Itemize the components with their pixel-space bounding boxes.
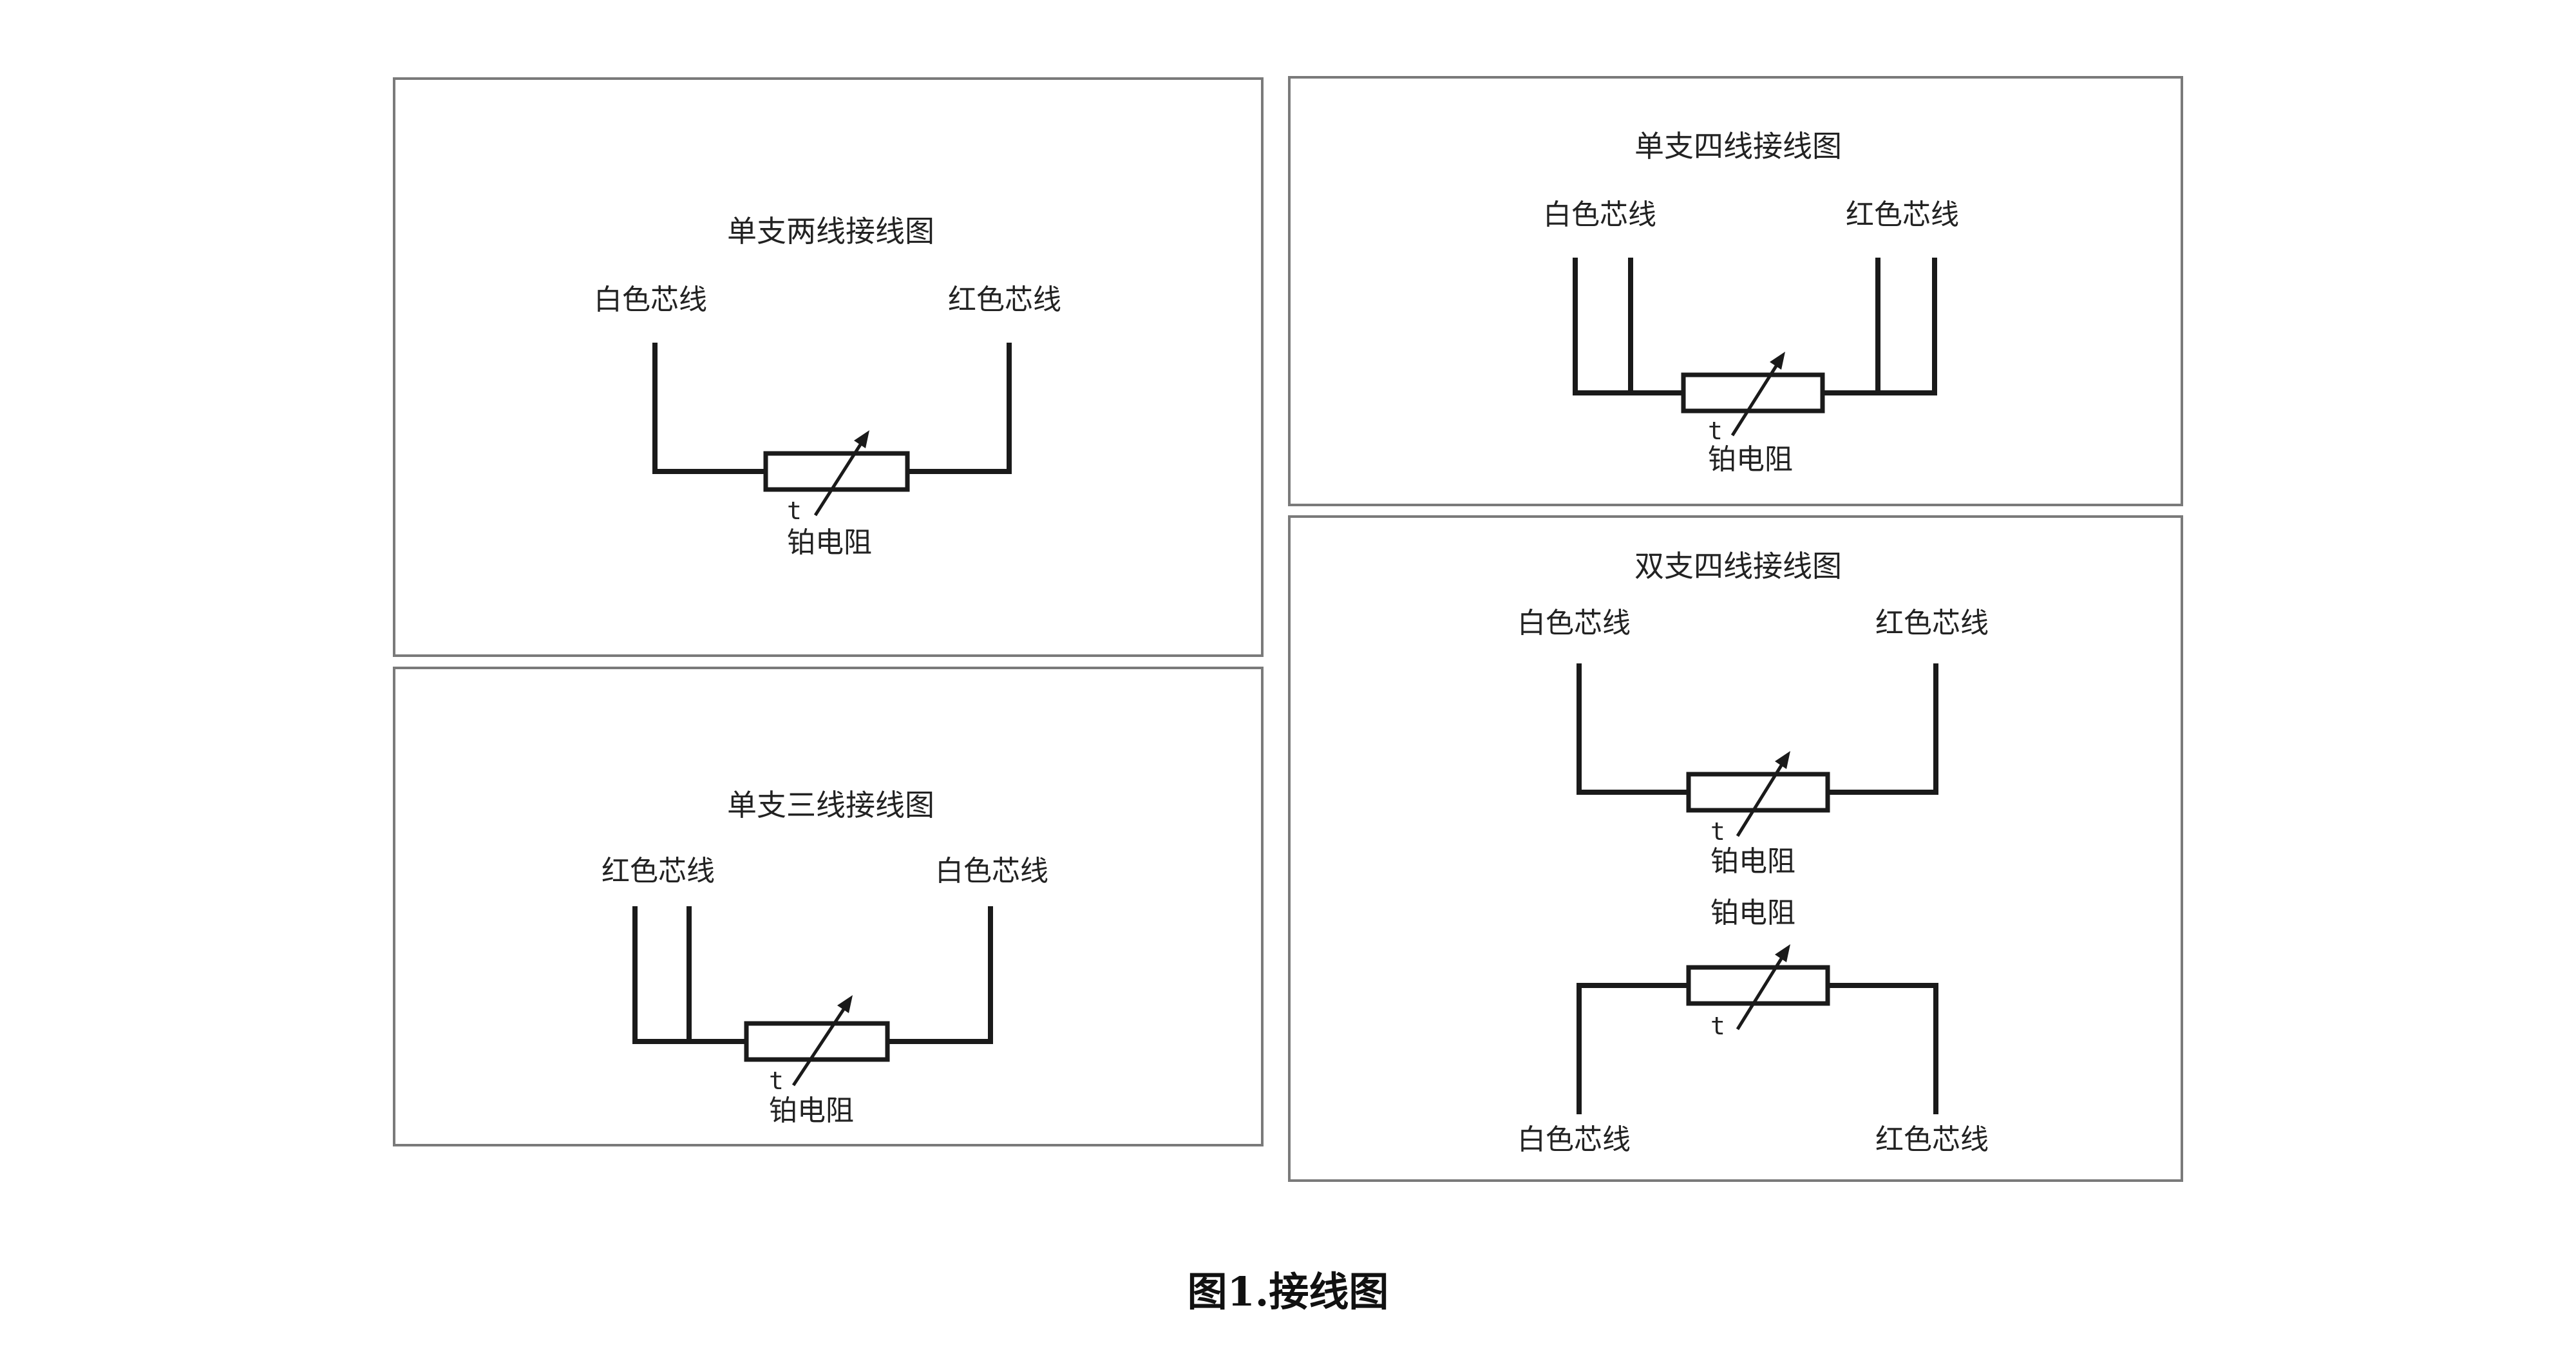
- three-wire-diagram: [632, 906, 993, 1087]
- variable-arrow: [1730, 361, 1781, 437]
- resistor-label: 铂电阻: [787, 526, 872, 559]
- arrow-head-icon: [1775, 751, 1790, 769]
- platinum-resistor-symbol: [744, 1021, 890, 1062]
- lower-white-wire: [1577, 983, 1691, 1114]
- wire-label-right: 白色芯线: [935, 855, 1048, 888]
- temperature-mark: t: [1708, 417, 1723, 445]
- lower-wire-label-left: 白色芯线: [1517, 1123, 1631, 1156]
- upper-resistor-symbol: [1686, 772, 1830, 813]
- panel-four-wire: 单支四线接线图 白色芯线 红色芯线 t 铂电阻: [1288, 76, 2183, 506]
- arrow-head-icon: [854, 430, 869, 448]
- platinum-resistor-symbol: [1681, 372, 1825, 414]
- upper-temperature-mark: t: [1710, 817, 1725, 846]
- red-wire-1: [632, 906, 749, 1044]
- wire-label-right: 红色芯线: [1846, 198, 1959, 231]
- arrow-head-icon: [1770, 352, 1785, 370]
- resistor-label: 铂电阻: [769, 1094, 854, 1127]
- panel-dual-four-wire: 双支四线接线图 白色芯线 红色芯线 t 铂电阻 铂电阻 t 白色芯线 红色芯线: [1288, 515, 2183, 1182]
- panel-title: 单支四线接线图: [1634, 129, 1842, 164]
- red-wire-1: [1820, 258, 1937, 395]
- upper-variable-arrow: [1736, 760, 1786, 837]
- variable-arrow: [791, 1004, 848, 1087]
- dual-four-wire-diagram: [1577, 663, 1938, 1114]
- upper-wire-label-left: 白色芯线: [1517, 607, 1631, 640]
- panel-three-wire: 单支三线接线图 红色芯线 白色芯线 t 铂电阻: [393, 667, 1264, 1146]
- temperature-mark: t: [769, 1067, 784, 1095]
- temperature-mark: t: [787, 497, 802, 525]
- lower-red-wire: [1825, 983, 1938, 1114]
- panel-two-wire: 单支两线接线图 白色芯线 红色芯线 t 铂电阻: [393, 77, 1264, 657]
- white-wire-1: [1573, 258, 1686, 395]
- wire-label-left: 白色芯线: [1543, 198, 1656, 231]
- lower-variable-arrow: [1736, 953, 1786, 1031]
- panel-title: 双支四线接线图: [1634, 549, 1842, 584]
- upper-white-wire: [1577, 663, 1691, 795]
- upper-wire-label-right: 红色芯线: [1875, 607, 1989, 640]
- resistor-label: 铂电阻: [1708, 443, 1793, 476]
- white-wire: [885, 906, 993, 1044]
- figure-caption: 图1.接线图: [1187, 1268, 1389, 1315]
- white-wire: [652, 343, 768, 474]
- two-wire-diagram: [652, 343, 1012, 517]
- panel-title: 单支两线接线图: [727, 214, 934, 249]
- red-wire: [905, 343, 1012, 474]
- lower-wire-label-right: 红色芯线: [1875, 1123, 1989, 1156]
- upper-resistor-label: 铂电阻: [1710, 845, 1795, 878]
- panel-title: 单支三线接线图: [727, 788, 934, 822]
- arrow-head-icon: [837, 995, 853, 1013]
- lower-resistor-label: 铂电阻: [1710, 897, 1795, 929]
- upper-red-wire: [1825, 663, 1938, 795]
- wire-label-right: 红色芯线: [948, 283, 1061, 316]
- lower-temperature-mark: t: [1710, 1012, 1725, 1040]
- four-wire-diagram: [1573, 258, 1937, 437]
- wire-label-left: 红色芯线: [601, 855, 715, 888]
- arrow-head-icon: [1775, 944, 1790, 962]
- variable-arrow: [813, 439, 865, 517]
- wire-label-left: 白色芯线: [594, 283, 707, 316]
